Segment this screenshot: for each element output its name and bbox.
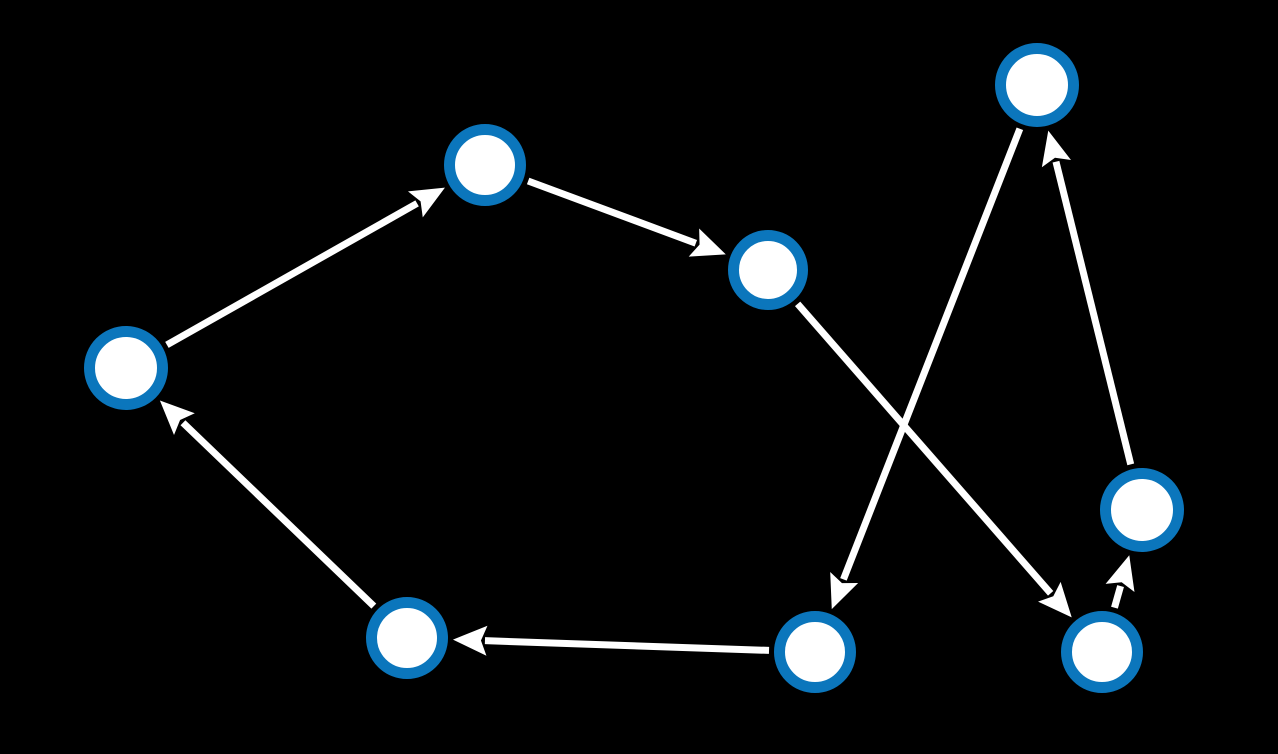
arrowhead-icon: [159, 400, 195, 435]
nodes-layer: [84, 43, 1184, 693]
arrowhead-icon: [688, 228, 726, 257]
graph-node-n7[interactable]: [1061, 611, 1143, 693]
edge-line: [1052, 160, 1135, 466]
edge-line: [794, 301, 1054, 596]
graph-edge-n6-to-n4[interactable]: [452, 625, 770, 656]
node-circle: [1061, 611, 1143, 693]
node-circle: [84, 326, 168, 410]
arrowhead-icon: [1105, 555, 1135, 593]
graph-node-n1[interactable]: [84, 326, 168, 410]
graph-node-n4[interactable]: [366, 597, 448, 679]
edge-line: [180, 420, 377, 609]
graph-edge-n5-to-n6[interactable]: [830, 127, 1024, 610]
arrowhead-icon: [407, 187, 445, 218]
arrowhead-icon: [452, 625, 488, 656]
graph-edge-n7-to-n8[interactable]: [1105, 555, 1135, 609]
graph-node-n3[interactable]: [728, 230, 808, 310]
edge-line: [484, 637, 770, 654]
graph-edge-n8-to-n5[interactable]: [1041, 130, 1135, 466]
node-circle: [366, 597, 448, 679]
edge-line: [840, 127, 1024, 581]
graph-edge-n4-to-n1[interactable]: [159, 400, 377, 609]
edge-line: [526, 177, 698, 247]
node-circle: [1100, 468, 1184, 552]
arrowhead-icon: [1041, 130, 1071, 168]
graph-edge-n2-to-n3[interactable]: [526, 177, 726, 257]
edge-line: [165, 200, 419, 348]
node-circle: [774, 611, 856, 693]
edge-line: [1111, 585, 1124, 609]
graph-edge-n1-to-n2[interactable]: [165, 187, 445, 348]
arrowhead-icon: [830, 572, 859, 610]
node-circle: [728, 230, 808, 310]
graph-edge-n3-to-n7[interactable]: [794, 301, 1072, 618]
graph-node-n5[interactable]: [995, 43, 1079, 127]
graph-node-n8[interactable]: [1100, 468, 1184, 552]
graph-node-n6[interactable]: [774, 611, 856, 693]
edges-layer: [159, 127, 1135, 656]
graph-node-n2[interactable]: [444, 124, 526, 206]
arrowhead-icon: [1038, 581, 1072, 618]
node-circle: [444, 124, 526, 206]
node-circle: [995, 43, 1079, 127]
